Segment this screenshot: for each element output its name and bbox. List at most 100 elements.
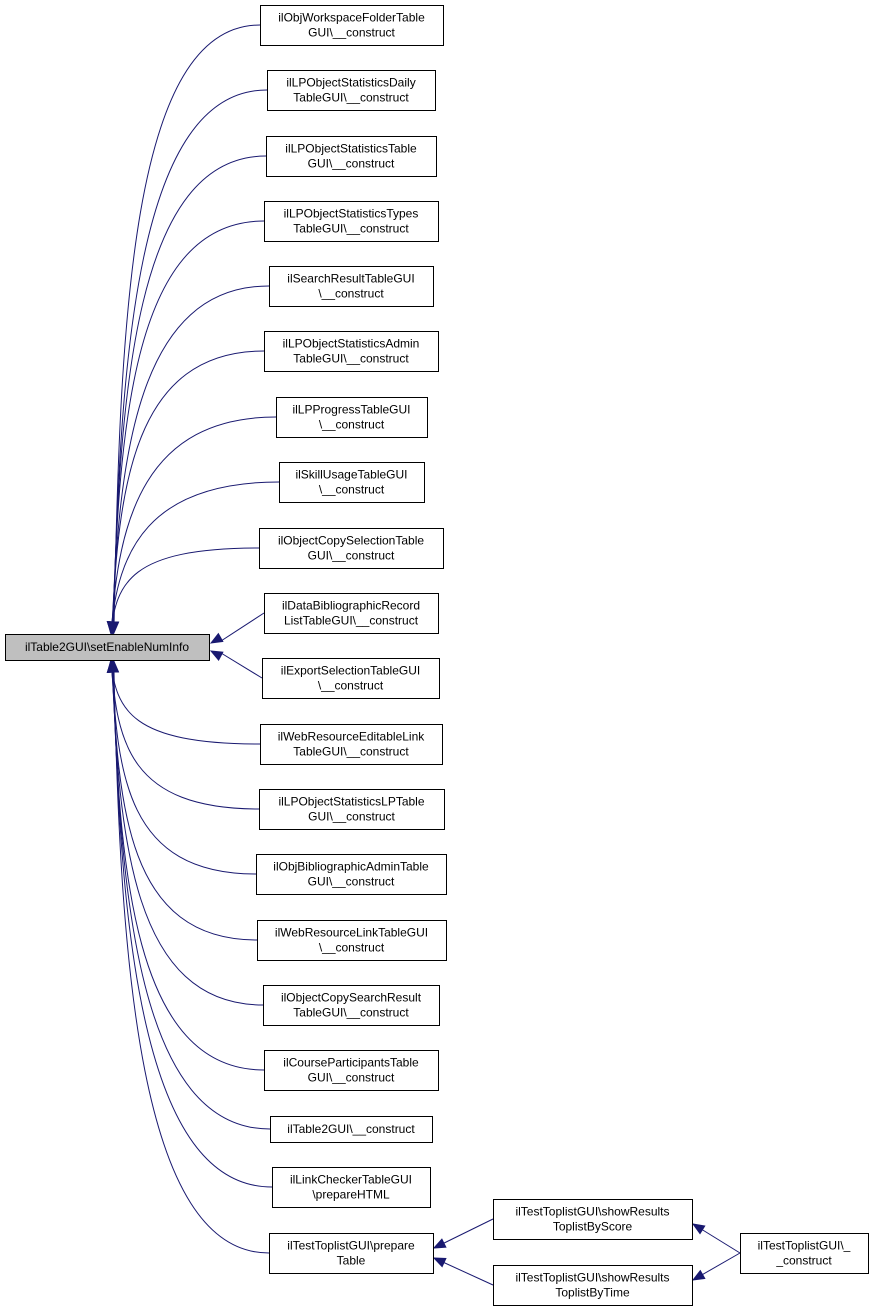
node-label-line: ilCourseParticipantsTable [283, 1056, 419, 1070]
node-box [260, 724, 443, 765]
arrowhead-n20-to-root [108, 659, 120, 673]
edge-n2-to-root [112, 89, 268, 634]
node-label-line: ilWebResourceEditableLink [278, 730, 426, 744]
node-label-line: ilWebResourceLinkTableGUI [275, 926, 428, 940]
node-n8[interactable]: ilSkillUsageTableGUI\__construct [279, 462, 425, 503]
node-n23[interactable]: ilTestToplistGUI\__construct [740, 1233, 869, 1274]
arrowhead-n23-to-n21 [691, 1223, 706, 1235]
node-label-line: GUI\__construct [308, 549, 395, 563]
node-box [267, 70, 436, 111]
node-box [493, 1265, 693, 1306]
node-label-line: Table [337, 1254, 366, 1268]
node-box [270, 1116, 433, 1143]
node-box [272, 1167, 431, 1208]
edge-n3-to-root [112, 155, 267, 634]
node-label-line: ilLPProgressTableGUI [292, 403, 410, 417]
node-n18[interactable]: ilTable2GUI\__construct [270, 1116, 433, 1143]
edge-n16-to-root [111, 660, 264, 1006]
node-box [493, 1199, 693, 1240]
node-label-line: \prepareHTML [312, 1188, 390, 1202]
node-label-line: GUI\__construct [308, 875, 395, 889]
node-label-line: ilTable2GUI\__construct [287, 1122, 415, 1136]
edge-n4-to-root [112, 220, 265, 634]
node-box [259, 789, 445, 830]
edge-n11-to-root [220, 652, 263, 679]
node-label-line: ilSearchResultTableGUI [287, 272, 414, 286]
node-box [279, 462, 425, 503]
edge-n20-to-root [113, 660, 270, 1254]
node-n4[interactable]: ilLPObjectStatisticsTypesTableGUI\__cons… [264, 201, 439, 242]
root-node[interactable]: ilTable2GUI\setEnableNumInfo [5, 634, 210, 661]
node-label-line: ListTableGUI\__construct [284, 614, 419, 628]
edge-n7-to-root [110, 416, 277, 634]
node-n6[interactable]: ilLPObjectStatisticsAdminTableGUI\__cons… [264, 331, 439, 372]
node-box [263, 985, 440, 1026]
node-label-line: \__construct [319, 483, 385, 497]
node-box [256, 854, 447, 895]
edge-n17-to-root [112, 660, 265, 1071]
node-label-line: ilSkillUsageTableGUI [295, 468, 407, 482]
node-box [266, 136, 437, 177]
node-label-line: ilTestToplistGUI\showResults [515, 1271, 669, 1285]
edge-n12-to-root [110, 660, 261, 745]
node-n22[interactable]: ilTestToplistGUI\showResultsToplistByTim… [493, 1265, 693, 1306]
node-n14[interactable]: ilObjBibliographicAdminTableGUI\__constr… [256, 854, 447, 895]
node-n5[interactable]: ilSearchResultTableGUI\__construct [269, 266, 434, 307]
node-box [264, 593, 439, 634]
node-label-line: TableGUI\__construct [293, 745, 409, 759]
edge-n1-to-root [113, 24, 261, 634]
node-box [262, 658, 440, 699]
node-label-line: TableGUI\__construct [293, 352, 409, 366]
node-label-line: ilObjBibliographicAdminTable [273, 860, 429, 874]
node-label-line: ToplistByTime [555, 1286, 630, 1300]
node-box [269, 1233, 434, 1274]
node-label-line: ilLPObjectStatisticsTypes [284, 207, 419, 221]
node-n2[interactable]: ilLPObjectStatisticsDailyTableGUI\__cons… [267, 70, 436, 111]
node-n15[interactable]: ilWebResourceLinkTableGUI\__construct [257, 920, 447, 961]
node-label-line: ilTestToplistGUI\_ [758, 1239, 851, 1253]
nodes-layer: ilTable2GUI\setEnableNumInfo ilObjWorkspa… [5, 5, 869, 1306]
node-label-line: \__construct [318, 287, 384, 301]
node-n19[interactable]: ilLinkCheckerTableGUI\prepareHTML [272, 1167, 431, 1208]
node-label-line: TableGUI\__construct [293, 1006, 409, 1020]
edge-n18-to-root [112, 660, 271, 1130]
node-box [264, 201, 439, 242]
node-n11[interactable]: ilExportSelectionTableGUI\__construct [262, 658, 440, 699]
node-label-line: \__construct [319, 941, 385, 955]
node-label-line: ilLPObjectStatisticsDaily [286, 76, 415, 90]
node-box [260, 5, 444, 46]
node-label-line: ilTable2GUI\setEnableNumInfo [25, 640, 189, 654]
node-n10[interactable]: ilDataBibliographicRecordListTableGUI\__… [264, 593, 439, 634]
edge-n6-to-root [111, 350, 265, 634]
node-label-line: ilDataBibliographicRecord [282, 599, 420, 613]
node-label-line: GUI\__construct [308, 1071, 395, 1085]
edge-n10-to-root [220, 612, 265, 642]
node-n12[interactable]: ilWebResourceEditableLinkTableGUI\__cons… [260, 724, 443, 765]
node-n13[interactable]: ilLPObjectStatisticsLPTableGUI\__constru… [259, 789, 445, 830]
edge-n13-to-root [110, 660, 260, 810]
node-label-line: ilLPObjectStatisticsTable [285, 142, 417, 156]
node-n7[interactable]: ilLPProgressTableGUI\__construct [276, 397, 428, 438]
arrowhead-n9-to-root [106, 620, 118, 635]
node-box [264, 331, 439, 372]
node-n16[interactable]: ilObjectCopySearchResultTableGUI\__const… [263, 985, 440, 1026]
edge-n8-to-root [110, 481, 280, 634]
node-label-line: ilLinkCheckerTableGUI [290, 1173, 412, 1187]
node-label-line: GUI\__construct [308, 26, 395, 40]
node-label-line: ilLPObjectStatisticsLPTable [278, 795, 424, 809]
node-label-line: ilObjectCopySearchResult [281, 991, 422, 1005]
arrowhead-n21-to-n20 [432, 1238, 447, 1249]
node-label-line: \__construct [318, 679, 384, 693]
node-box [264, 1050, 439, 1091]
node-label-line: TableGUI\__construct [293, 91, 409, 105]
node-n9[interactable]: ilObjectCopySelectionTableGUI\__construc… [259, 528, 444, 569]
node-label-line: ilTestToplistGUI\showResults [515, 1205, 669, 1219]
node-label-line: _construct [775, 1254, 832, 1268]
node-n21[interactable]: ilTestToplistGUI\showResultsToplistBySco… [493, 1199, 693, 1240]
node-box [269, 266, 434, 307]
